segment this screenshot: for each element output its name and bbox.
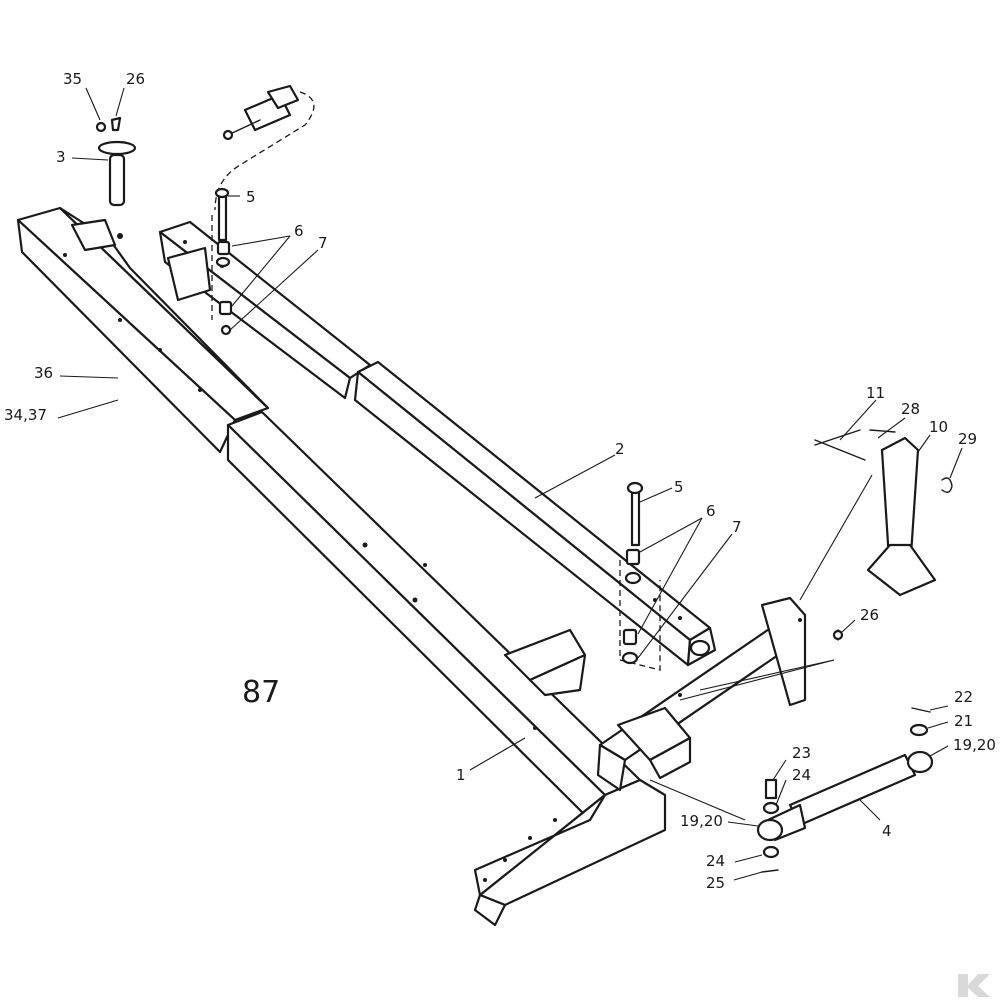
callout-11: 11 (866, 384, 885, 402)
callout-28: 28 (901, 400, 920, 418)
callout-35: 35 (63, 70, 82, 88)
callout-2: 2 (615, 440, 625, 458)
callout-labels: 35 26 3 5 6 7 36 34,37 11 28 10 29 2 5 6… (4, 70, 996, 892)
callout-26: 26 (126, 70, 145, 88)
main-beam (16, 206, 667, 927)
pin-assembly (95, 116, 137, 207)
upper-fasteners (211, 187, 233, 336)
parking-stand (814, 429, 953, 641)
callout-34-37: 34,37 (4, 406, 47, 424)
callout-3: 3 (56, 148, 66, 166)
callout-21: 21 (954, 712, 973, 730)
callout-6: 6 (294, 222, 304, 240)
callout-7-lower: 7 (732, 518, 742, 536)
callout-24-upper: 24 (792, 766, 811, 784)
callout-19-20-upper: 19,20 (953, 736, 996, 754)
callout-25: 25 (706, 874, 725, 892)
callout-24-lower: 24 (706, 852, 725, 870)
callout-6-lower: 6 (706, 502, 716, 520)
callout-36: 36 (34, 364, 53, 382)
callout-1: 1 (456, 766, 466, 784)
callout-10: 10 (929, 418, 948, 436)
figure-number: 87 (242, 675, 280, 710)
brand-logo-icon (958, 974, 990, 997)
callout-7: 7 (318, 234, 328, 252)
lower-fasteners (619, 481, 661, 671)
callout-26-lower: 26 (860, 606, 879, 624)
adjusting-cylinder (756, 707, 934, 873)
callout-5-lower: 5 (674, 478, 684, 496)
cross-head (596, 596, 807, 792)
callout-5: 5 (246, 188, 256, 206)
callout-4: 4 (882, 822, 892, 840)
callout-19-20-lower: 19,20 (680, 812, 723, 830)
callout-23: 23 (792, 744, 811, 762)
callout-29: 29 (958, 430, 977, 448)
leader-lines (57, 87, 963, 881)
hitch-bracket-outline (214, 84, 315, 211)
callout-22: 22 (954, 688, 973, 706)
